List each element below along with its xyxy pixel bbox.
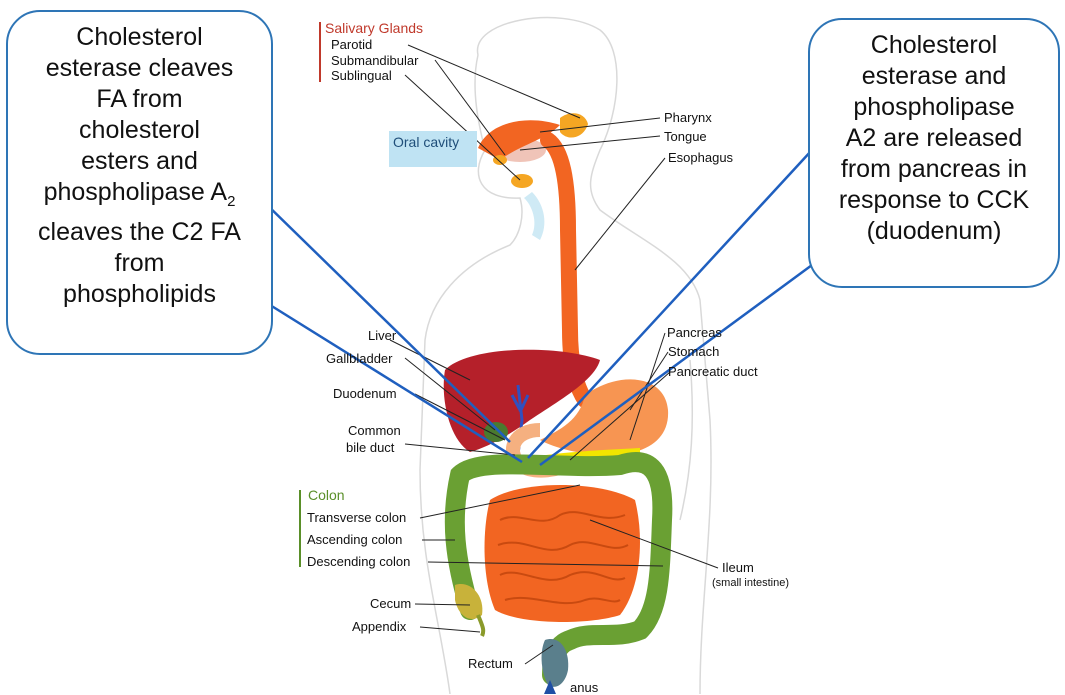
right-callout-line-7: (duodenum) [814,216,1054,247]
left-callout-line-5: esters and [14,146,265,177]
pharynx-label: Pharynx [664,110,712,125]
left-callout-line-3: FA from [14,84,265,115]
parotid-gland-shape [560,113,588,137]
cecum-shape [455,584,482,619]
ascending-colon-label: Ascending colon [307,532,402,547]
oral-cavity-label-box: Oral cavity [389,131,477,167]
left-callout-line-4: cholesterol [14,115,265,146]
appendix-shape [478,615,483,636]
cecum-label: Cecum [370,596,411,611]
oral-cavity-label: Oral cavity [393,134,459,150]
callout-pointers [262,150,812,465]
left-callout-line-8: from [14,248,265,279]
right-callout-line-1: Cholesterol [814,30,1054,61]
duodenum-label: Duodenum [333,386,397,401]
right-callout-line-6: response to CCK [814,185,1054,216]
left-callout-line-6: phospholipase A2 [14,177,265,217]
parotid-label: Parotid [331,37,372,52]
esophagus-label: Esophagus [668,150,733,165]
sublingual-label: Sublingual [331,68,392,83]
body-inner-curve [680,360,692,520]
pancreatic-duct-label: Pancreatic duct [668,364,758,379]
appendix-label: Appendix [352,619,406,634]
gallbladder-shape [484,422,508,442]
right-callout-line-4: A2 are released [814,123,1054,154]
stomach-label: Stomach [668,344,719,359]
left-callout-line-9: phospholipids [14,279,265,310]
rectum-label: Rectum [468,656,513,671]
right-callout-line-3: phospholipase [814,92,1054,123]
left-callout-line-7: cleaves the C2 FA [14,217,265,248]
tongue-label: Tongue [664,129,707,144]
small-intestine-label: (small intestine) [712,577,789,589]
submandibular-label: Submandibular [331,53,418,68]
ileum-label: Ileum [722,560,754,575]
left-callout-line-2: esterase cleaves [14,53,265,84]
left-callout-line-6-text: phospholipase A [44,178,227,206]
bile-duct-label: bile duct [346,440,394,455]
right-callout-line-2: esterase and [814,61,1054,92]
pancreas-label: Pancreas [667,325,722,340]
anus-label: anus [570,680,598,695]
left-callout-line-1: Cholesterol [14,22,265,53]
colon-title: Colon [308,487,345,503]
right-callout-line-5: from pancreas in [814,154,1054,185]
liver-label: Liver [368,328,396,343]
gallbladder-label: Gallbladder [326,351,393,366]
salivary-glands-title: Salivary Glands [325,20,423,36]
transverse-colon-label: Transverse colon [307,510,406,525]
sublingual-gland-shape [493,155,507,165]
common-label: Common [348,423,401,438]
descending-colon-label: Descending colon [307,554,410,569]
right-callout: Cholesterol esterase and phospholipase A… [808,18,1060,288]
left-callout-subscript: 2 [227,193,235,210]
left-callout: Cholesterol esterase cleaves FA from cho… [6,10,273,355]
trachea-shape [524,192,544,240]
submandibular-gland-shape [511,174,533,188]
